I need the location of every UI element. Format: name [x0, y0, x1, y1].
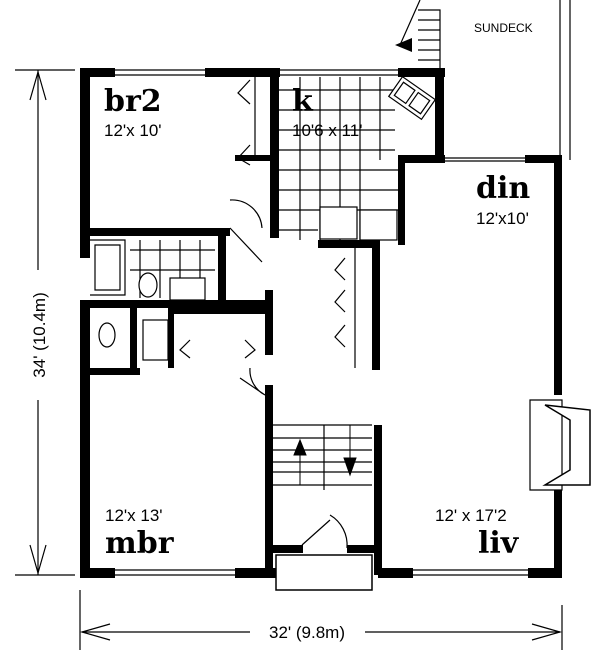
bathroom [90, 239, 215, 361]
room-name-br2: br2 [104, 84, 162, 119]
room-size-master: 12'x 13' [105, 506, 163, 525]
width-label: 32' (9.8m) [269, 623, 345, 642]
stair-arrow-icon [395, 38, 412, 52]
room-name-master: mbr [105, 526, 175, 561]
exterior-walls [80, 68, 562, 578]
room-name-dining: din [476, 171, 530, 206]
height-label: 34' (10.4m) [30, 292, 49, 377]
room-name-kitchen: k [292, 84, 314, 119]
ensuite-toilet [98, 322, 116, 348]
room-name-living: liv [478, 526, 520, 561]
interior-walls [80, 68, 405, 575]
stair-down-arrow-icon [343, 425, 357, 477]
sundeck-label: SUNDECK [474, 21, 533, 35]
vanity-sink [169, 277, 206, 301]
sink [387, 75, 437, 121]
room-size-dining: 12'x10' [476, 209, 529, 228]
width-dimension: 32' (9.8m) [79, 590, 563, 650]
ensuite-sink [142, 319, 169, 361]
room-size-kitchen: 10'6 x 11' [292, 121, 362, 140]
kitchen-tile-grid [279, 75, 437, 241]
stair-up-arrow-icon [293, 438, 307, 485]
sundeck: SUNDECK [395, 0, 571, 160]
entry-step [275, 554, 373, 591]
height-dimension: 34' (10.4m) [15, 69, 75, 576]
doors-closets [179, 77, 356, 396]
fireplace [529, 399, 591, 491]
toilet [138, 272, 158, 298]
refrigerator [359, 209, 398, 241]
stairs [273, 424, 374, 591]
room-size-br2: 12'x 10' [104, 121, 162, 140]
room-size-living: 12' x 17'2 [435, 506, 507, 525]
stove [319, 206, 358, 240]
